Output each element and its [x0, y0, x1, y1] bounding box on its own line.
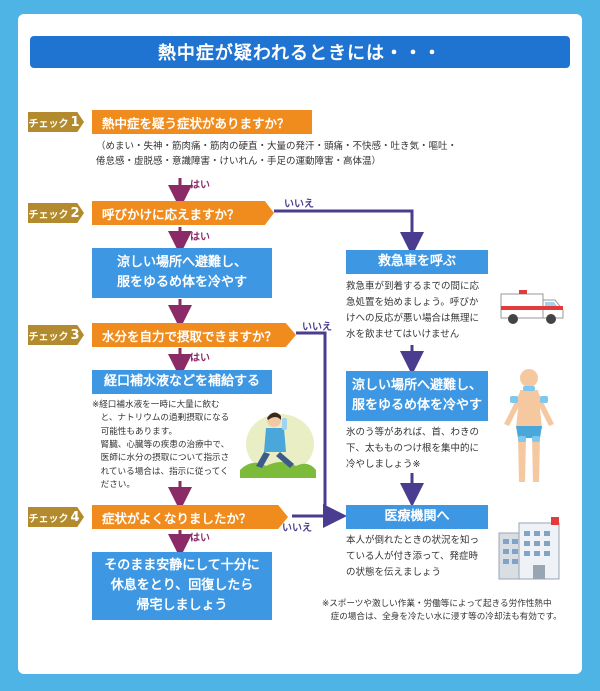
ors-note: ※経口補水液を一時に大量に飲む と、ナトリウムの過剰摂取になる 可能性もあります…: [92, 400, 230, 490]
check-4-question: 症状がよくなりましたか？: [92, 505, 288, 529]
rest-box: そのまま安静にして十分に 休息をとり、回復したら 帰宅しましょう: [92, 552, 272, 620]
ambulance-box: 救急車を呼ぶ: [346, 250, 488, 274]
ors-box: 経口補水液などを補給する: [92, 370, 272, 394]
hospital-description: 本人が倒れたときの状況を知っ ている人が付き添って、発症時 の状態を伝えましょう: [346, 535, 480, 579]
ambulance-illustration: [500, 290, 564, 324]
check-2-question: 呼びかけに応えますか？: [92, 201, 274, 225]
left-cool-down-box: 涼しい場所へ避難し、服をゆるめ体を冷やす: [92, 248, 272, 298]
page-title: 熱中症が疑われるときには・・・: [30, 36, 570, 68]
hospital-building-illustration: [498, 517, 560, 580]
check-1-question: 熱中症を疑う症状がありますか？: [92, 110, 312, 134]
yes-label-1: はい: [190, 180, 210, 191]
check-3-question: 水分を自力で摂取できますか？: [92, 323, 296, 347]
no-label-2: いいえ: [284, 199, 314, 210]
yes-label-3: はい: [190, 353, 210, 364]
symptom-list: （めまい・失神・筋肉痛・筋肉の硬直・大量の発汗・頭痛・不快感・吐き気・嘔吐・ 倦…: [96, 141, 458, 168]
yes-label-2: はい: [190, 232, 210, 243]
right-cool-down-box: 涼しい場所へ避難し、服をゆるめ体を冷やす: [346, 371, 488, 421]
footnote: ※スポーツや激しい作業・労働等によって起きる労作性熱中 症の場合は、全身を冷たい…: [322, 599, 562, 623]
no-label-4: いいえ: [282, 523, 312, 534]
cooling-description: 氷のう等があれば、首、わきの 下、太もものつけ根を集中的に 冷やしましょう※: [346, 427, 480, 471]
no-label-3: いいえ: [302, 322, 332, 333]
yes-label-4: はい: [190, 533, 210, 544]
drinking-person-illustration: [240, 412, 316, 478]
body-cooling-illustration: [504, 369, 554, 482]
hospital-box: 医療機関へ: [346, 505, 488, 529]
ambulance-description: 救急車が到着するまでの間に応 急処置を始めましょう。呼びか けへの反応が悪い場合…: [346, 281, 480, 341]
